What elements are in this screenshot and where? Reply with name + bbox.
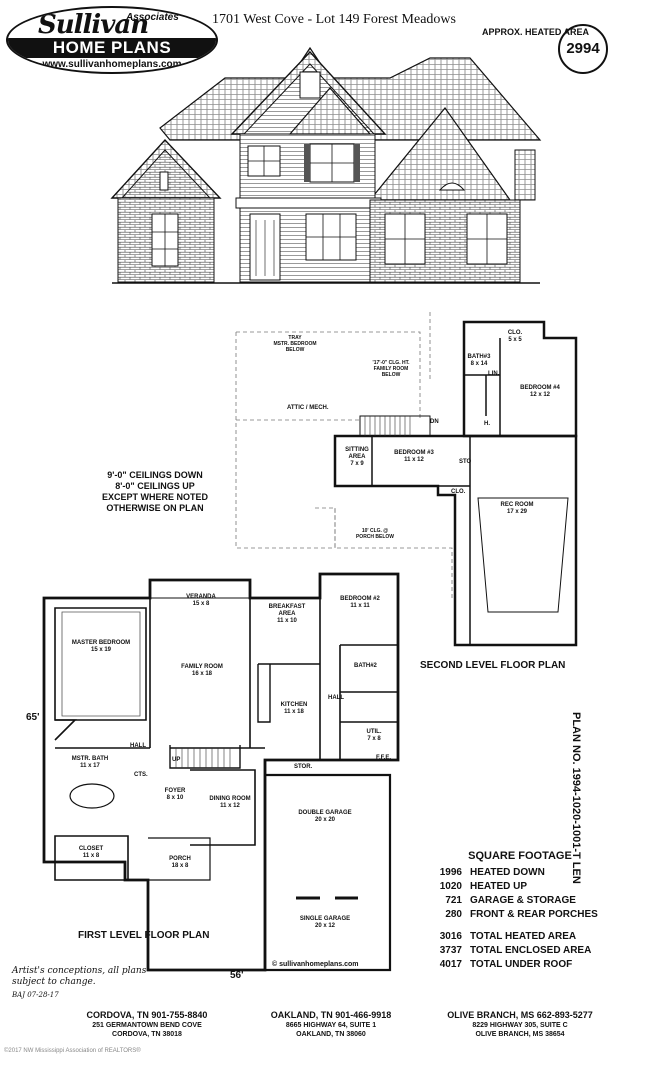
- dining-room-label: DINING ROOM 11 x 12: [209, 796, 251, 809]
- bedroom2-label: BEDROOM #2 11 x 11: [340, 596, 380, 609]
- left-gable: [110, 138, 222, 283]
- sqft-label: TOTAL UNDER ROOF: [470, 959, 573, 970]
- sqft-num: 3016: [439, 931, 462, 942]
- second-level-outline: [235, 312, 578, 647]
- drawn-date: BAJ 07-28-17: [12, 991, 59, 999]
- sqft-num: 280: [445, 909, 462, 920]
- logo-url: www.sullivanhomeplans.com: [42, 59, 182, 70]
- closet-up-label: CLO. 5 x 5: [507, 330, 523, 343]
- breakfast-label: BREAKFAST AREA 11 x 10: [268, 604, 306, 624]
- lin-up-label: LIN.: [488, 371, 500, 377]
- office-city: OAKLAND, TN 901-466-9918: [270, 1010, 392, 1020]
- bedroom4-label: BEDROOM #4 12 x 12: [520, 385, 560, 398]
- sqft-row: 3737 TOTAL ENCLOSED AREA: [420, 944, 620, 958]
- sitting-area-label: SITTING AREA 7 x 9: [345, 447, 369, 467]
- right-wing: [369, 149, 536, 283]
- front-elevation-drawing: [110, 46, 542, 284]
- office-address: 8229 HIGHWAY 305, SUITE C OLIVE BRANCH, …: [472, 1022, 568, 1038]
- master-bath-label: MSTR. BATH 11 x 17: [71, 756, 109, 769]
- logo-associates: Associates: [126, 12, 179, 23]
- single-garage-label: SINGLE GARAGE 20 x 12: [299, 916, 351, 929]
- office-oakland: OAKLAND, TN 901-466-9918 8665 HIGHWAY 64…: [236, 1010, 426, 1039]
- sqft-row: 280 FRONT & REAR PORCHES: [420, 908, 620, 922]
- util-label: UTIL. 7 x 8: [366, 729, 382, 742]
- office-address: 251 GERMANTOWN BEND COVE CORDOVA, TN 380…: [92, 1022, 202, 1038]
- hall-up-label: H.: [484, 421, 490, 427]
- hall2-label: HALL: [130, 743, 146, 749]
- approx-area-label: APPROX. HEATED AREA: [482, 27, 590, 37]
- clo-up2-label: CLO.: [451, 489, 466, 495]
- ffe-label: F.F.E.: [376, 755, 392, 761]
- sqft-label: GARAGE & STORAGE: [470, 895, 576, 906]
- sqft-label: FRONT & REAR PORCHES: [470, 909, 598, 920]
- sqft-num: 721: [445, 895, 462, 906]
- stor-label: STOR.: [294, 764, 313, 770]
- dimension-bottom: 56': [230, 970, 244, 981]
- sto-label: STO: [459, 459, 472, 465]
- logo-script: Sullivan: [38, 10, 149, 40]
- sqft-num: 1020: [439, 881, 462, 892]
- sqft-row: 4017 TOTAL UNDER ROOF: [420, 958, 620, 972]
- closet-label: CLOSET 11 x 8: [78, 846, 104, 859]
- sqft-label: HEATED UP: [470, 881, 528, 892]
- second-level-title: SECOND LEVEL FLOOR PLAN: [420, 660, 566, 671]
- logo-bar: [8, 38, 216, 58]
- sqft-row: 3016 TOTAL HEATED AREA: [420, 930, 620, 944]
- dn-label: DN: [430, 419, 439, 425]
- porch-label: PORCH 18 x 8: [169, 856, 191, 869]
- sqft-row: 1020 HEATED UP: [420, 880, 620, 894]
- sqft-header: SQUARE FOOTAGE: [468, 850, 572, 862]
- sqft-num: 1996: [439, 867, 462, 878]
- sqft-row: 1996 HEATED DOWN: [420, 866, 620, 880]
- office-olive-branch: OLIVE BRANCH, MS 662-893-5277 8229 HIGHW…: [420, 1010, 620, 1039]
- veranda-label: VERANDA 15 x 8: [186, 594, 216, 607]
- family-below-note: '17'-0" CLG. HT. FAMILY ROOM BELOW: [372, 360, 410, 378]
- page-title: 1701 West Cove - Lot 149 Forest Meadows: [212, 12, 456, 27]
- sqft-num: 4017: [439, 959, 462, 970]
- plan-watermark: © sullivanhomeplans.com: [272, 961, 359, 968]
- master-bedroom-label: MASTER BEDROOM 15 x 19: [71, 640, 131, 653]
- stair-up-label: UP: [172, 757, 181, 763]
- first-level-outline: [42, 572, 400, 972]
- family-room-label: FAMILY ROOM 16 x 18: [181, 664, 223, 677]
- office-cordova: CORDOVA, TN 901-755-8840 251 GERMANTOWN …: [52, 1010, 242, 1039]
- copyright-notice: ©2017 NW Mississippi Association of REAL…: [4, 1048, 141, 1054]
- approx-area-value: 2994: [558, 24, 608, 74]
- double-garage-label: DOUBLE GARAGE 20 x 20: [298, 810, 352, 823]
- rec-room-label: REC ROOM 17 x 29: [500, 502, 534, 515]
- office-city: OLIVE BRANCH, MS 662-893-5277: [447, 1010, 593, 1020]
- bedroom3-label: BEDROOM #3 11 x 12: [394, 450, 434, 463]
- bath2-label: BATH#2: [354, 663, 377, 669]
- bath3-label: BATH#3 8 x 14: [467, 354, 491, 367]
- dimension-left: 65': [26, 712, 40, 723]
- logo-name: HOME PLANS: [52, 38, 172, 57]
- ceiling-note: 9'-0" CEILINGS DOWN 8'-0" CEILINGS UP EX…: [101, 470, 208, 513]
- sqft-label: TOTAL ENCLOSED AREA: [470, 945, 592, 956]
- sqft-num: 3737: [439, 945, 462, 956]
- artist-note: Artist's conceptions, all plans subject …: [12, 966, 147, 987]
- foyer-label: FOYER 8 x 10: [164, 788, 186, 801]
- sullivan-logo: Sullivan Associates HOME PLANS www.sulli…: [6, 6, 218, 74]
- cts-label: CTS.: [134, 772, 148, 778]
- kitchen-label: KITCHEN 11 x 18: [280, 702, 308, 715]
- sqft-label: TOTAL HEATED AREA: [470, 931, 577, 942]
- sqft-label: HEATED DOWN: [470, 867, 545, 878]
- tray-note: TRAY MSTR. BEDROOM BELOW: [273, 335, 317, 353]
- office-address: 8665 HIGHWAY 64, SUITE 1 OAKLAND, TN 380…: [285, 1022, 377, 1038]
- square-footage-table: SQUARE FOOTAGE 1996 HEATED DOWN 1020 HEATE…: [420, 850, 620, 972]
- sqft-row: 721 GARAGE & STORAGE: [420, 894, 620, 908]
- office-city: CORDOVA, TN 901-755-8840: [86, 1010, 208, 1020]
- first-level-title: FIRST LEVEL FLOOR PLAN: [78, 930, 210, 941]
- attic-label: ATTIC / MECH.: [287, 405, 329, 411]
- porch-below-note: 10' CLG. @ PORCH BELOW: [355, 528, 395, 540]
- center-tower: [230, 50, 387, 283]
- hall1-label: HALL: [328, 695, 344, 701]
